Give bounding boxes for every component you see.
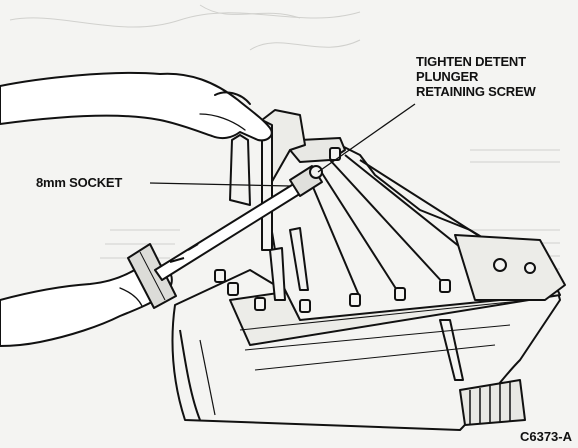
socket-wrench (127, 165, 323, 309)
socket-callout: 8mm SOCKET (36, 175, 123, 190)
figure-code: C6373-A (519, 429, 572, 444)
upper-hand (0, 71, 273, 142)
socket-leader (149, 182, 291, 187)
callout-line: PLUNGER (416, 69, 479, 84)
detent-screw-leader (317, 103, 416, 173)
leader-lines (149, 103, 416, 187)
callout-line: RETAINING SCREW (416, 84, 536, 99)
callout-line: TIGHTEN DETENT (416, 54, 526, 69)
detent-screw-callout: TIGHTEN DETENT PLUNGER RETAINING SCREW (416, 54, 536, 99)
transfer-case-housing (171, 109, 566, 431)
